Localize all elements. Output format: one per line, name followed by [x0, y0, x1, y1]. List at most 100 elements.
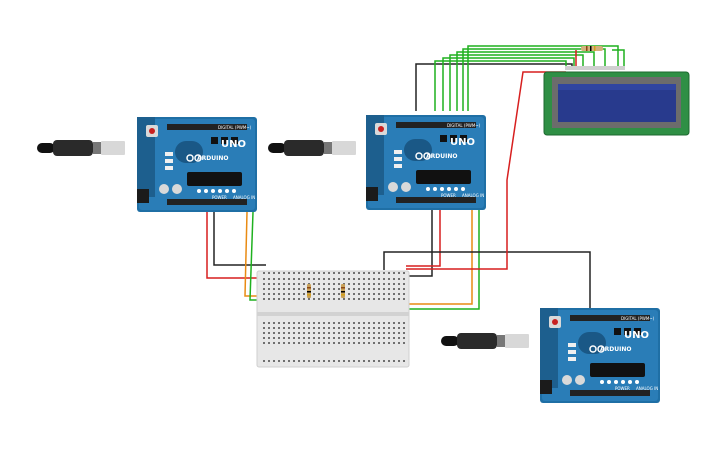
- breadboard-hole: [348, 272, 350, 274]
- breadboard-hole: [308, 337, 310, 339]
- breadboard-hole: [298, 332, 300, 334]
- breadboard-hole: [393, 272, 395, 274]
- breadboard-hole: [303, 332, 305, 334]
- analog-label: ANALOG IN: [636, 386, 658, 391]
- arduino-board-3[interactable]: DIGITAL (PWM~) ARDUINO UNO POWER ANALOG …: [441, 307, 661, 404]
- breadboard-hole: [398, 342, 400, 344]
- breadboard-hole: [383, 278, 385, 280]
- arduino-brand-label: ARDUINO: [426, 153, 457, 160]
- breadboard-hole: [403, 327, 405, 329]
- arduino-board-1[interactable]: DIGITAL (PWM~) ARDUINO UNO POWER ANALOG …: [37, 116, 258, 213]
- breadboard-hole: [333, 342, 335, 344]
- breadboard-hole: [338, 283, 340, 285]
- breadboard-hole: [323, 293, 325, 295]
- breadboard-hole: [293, 332, 295, 334]
- breadboard-hole: [348, 342, 350, 344]
- breadboard-hole: [308, 272, 310, 274]
- breadboard-hole: [393, 288, 395, 290]
- breadboard-hole: [323, 332, 325, 334]
- breadboard-hole: [313, 298, 315, 300]
- breadboard-hole: [303, 342, 305, 344]
- breadboard-hole: [283, 337, 285, 339]
- breadboard-hole: [368, 298, 370, 300]
- breadboard-hole: [323, 322, 325, 324]
- breadboard-hole: [373, 288, 375, 290]
- breadboard-hole: [343, 360, 345, 362]
- breadboard-hole: [273, 322, 275, 324]
- resistor-icon: [307, 284, 311, 298]
- breadboard-hole: [378, 293, 380, 295]
- breadboard-hole: [363, 337, 365, 339]
- breadboard-hole: [303, 293, 305, 295]
- breadboard-hole: [353, 293, 355, 295]
- breadboard-hole: [288, 342, 290, 344]
- breadboard-hole: [333, 360, 335, 362]
- breadboard-hole: [308, 322, 310, 324]
- breadboard-hole: [333, 288, 335, 290]
- breadboard-hole: [278, 293, 280, 295]
- breadboard-hole: [348, 322, 350, 324]
- breadboard-hole: [388, 278, 390, 280]
- breadboard-hole: [293, 322, 295, 324]
- breadboard-hole: [383, 283, 385, 285]
- breadboard-hole: [373, 272, 375, 274]
- breadboard-hole: [278, 327, 280, 329]
- breadboard-hole: [268, 332, 270, 334]
- breadboard-hole: [293, 337, 295, 339]
- breadboard-hole: [398, 293, 400, 295]
- breadboard-hole: [358, 293, 360, 295]
- breadboard-hole: [323, 272, 325, 274]
- arduino-model-label: UNO: [450, 137, 475, 148]
- breadboard-hole: [383, 322, 385, 324]
- breadboard-hole: [398, 327, 400, 329]
- breadboard-hole: [333, 327, 335, 329]
- breadboard-hole: [398, 272, 400, 274]
- breadboard-hole: [393, 327, 395, 329]
- digital-label: DIGITAL (PWM~): [621, 316, 655, 321]
- breadboard-hole: [313, 288, 315, 290]
- breadboard-hole: [373, 332, 375, 334]
- breadboard-hole: [368, 288, 370, 290]
- breadboard-hole: [288, 360, 290, 362]
- arduino-brand-label: ARDUINO: [600, 346, 631, 353]
- breadboard-hole: [328, 288, 330, 290]
- breadboard-hole: [388, 337, 390, 339]
- arduino-board-2[interactable]: DIGITAL (PWM~) ARDUINO UNO POWER ANALOG …: [268, 114, 487, 211]
- breadboard-hole: [318, 283, 320, 285]
- breadboard-hole: [323, 278, 325, 280]
- breadboard-hole: [263, 337, 265, 339]
- breadboard-hole: [343, 337, 345, 339]
- breadboard-hole: [338, 337, 340, 339]
- breadboard-hole: [328, 327, 330, 329]
- breadboard-hole: [353, 283, 355, 285]
- breadboard-hole: [398, 332, 400, 334]
- breadboard-hole: [328, 322, 330, 324]
- breadboard-hole: [343, 298, 345, 300]
- breadboard-hole: [263, 293, 265, 295]
- breadboard-hole: [378, 272, 380, 274]
- breadboard-hole: [358, 283, 360, 285]
- breadboard-hole: [353, 337, 355, 339]
- breadboard-hole: [283, 293, 285, 295]
- breadboard-hole: [358, 322, 360, 324]
- breadboard-hole: [263, 342, 265, 344]
- breadboard-hole: [333, 283, 335, 285]
- breadboard-hole: [273, 272, 275, 274]
- breadboard-hole: [323, 288, 325, 290]
- breadboard-hole: [363, 342, 365, 344]
- breadboard-hole: [293, 342, 295, 344]
- breadboard-hole: [333, 278, 335, 280]
- breadboard-hole: [328, 278, 330, 280]
- breadboard-hole: [338, 288, 340, 290]
- breadboard-hole: [363, 272, 365, 274]
- breadboard-hole: [293, 278, 295, 280]
- breadboard-hole: [353, 288, 355, 290]
- breadboard-hole: [403, 283, 405, 285]
- breadboard-hole: [378, 327, 380, 329]
- breadboard-hole: [263, 298, 265, 300]
- breadboard-hole: [363, 278, 365, 280]
- breadboard-hole: [288, 298, 290, 300]
- breadboard-hole: [378, 337, 380, 339]
- breadboard-hole: [373, 360, 375, 362]
- breadboard-hole: [283, 278, 285, 280]
